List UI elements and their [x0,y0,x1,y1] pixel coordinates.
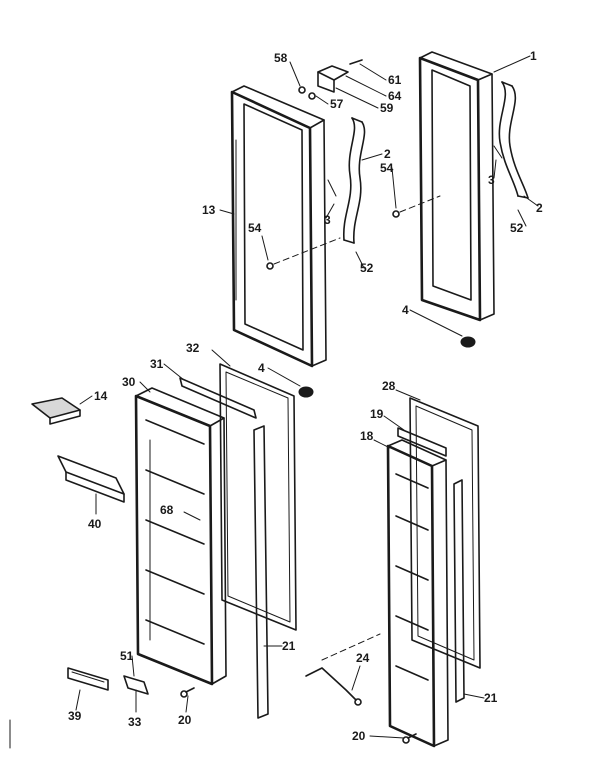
callout-52b: 52 [360,261,374,275]
part-14-cover [31,397,81,425]
freezer-side-trim [253,425,269,719]
callout-61: 61 [388,73,402,87]
fresh-food-door-gasket [409,397,481,669]
callout-33: 33 [128,715,142,729]
callout-20a: 20 [178,713,192,727]
callout-4b: 4 [402,303,409,317]
callout-3b: 3 [488,173,495,187]
callout-19: 19 [370,407,384,421]
freezer-outer-door [230,85,327,368]
hinge-freezer [327,117,366,244]
part-40-handle-trim [57,455,125,503]
callout-18: 18 [360,429,374,443]
callout-54a: 54 [248,221,262,235]
callout-28: 28 [382,379,396,393]
door-feet [266,195,476,398]
freezer-door-gasket [219,363,297,631]
callout-54b: 54 [380,161,394,175]
fresh-food-side-trim [453,479,465,703]
callout-32: 32 [186,341,200,355]
part-20-screws [180,687,417,744]
callout-64: 64 [388,89,402,103]
callout-2b: 2 [536,201,543,215]
callout-51: 51 [120,649,134,663]
callout-31: 31 [150,357,164,371]
part-33-clip [123,675,149,695]
fresh-food-top-cap [397,427,447,457]
freezer-door-liner [134,387,227,686]
callout-13: 13 [202,203,216,217]
callout-68: 68 [160,503,174,517]
hinge-fresh-food [493,81,529,199]
part-24-wire [305,633,381,706]
top-hinge-bracket [298,59,363,100]
callout-21a: 21 [282,639,296,653]
callout-20b: 20 [352,729,366,743]
callout-40: 40 [88,517,102,531]
callout-labels: 1 2 2 3 3 4 4 13 14 18 19 20 20 21 21 24… [68,49,543,743]
callout-39: 39 [68,709,82,723]
callout-52a: 52 [510,221,524,235]
callout-30: 30 [122,375,136,389]
fresh-food-outer-door [418,51,495,322]
freezer-top-cap [179,377,257,419]
part-39-bracket [67,667,109,691]
callout-14: 14 [94,389,108,403]
callout-57: 57 [330,97,344,111]
callout-58: 58 [274,51,288,65]
callout-1: 1 [530,49,537,63]
callout-3a: 3 [324,213,331,227]
callout-2a: 2 [384,147,391,161]
callout-59: 59 [380,101,394,115]
callout-24: 24 [356,651,370,665]
callout-21b: 21 [484,691,498,705]
leader-lines [75,55,539,739]
callout-4a: 4 [258,361,265,375]
